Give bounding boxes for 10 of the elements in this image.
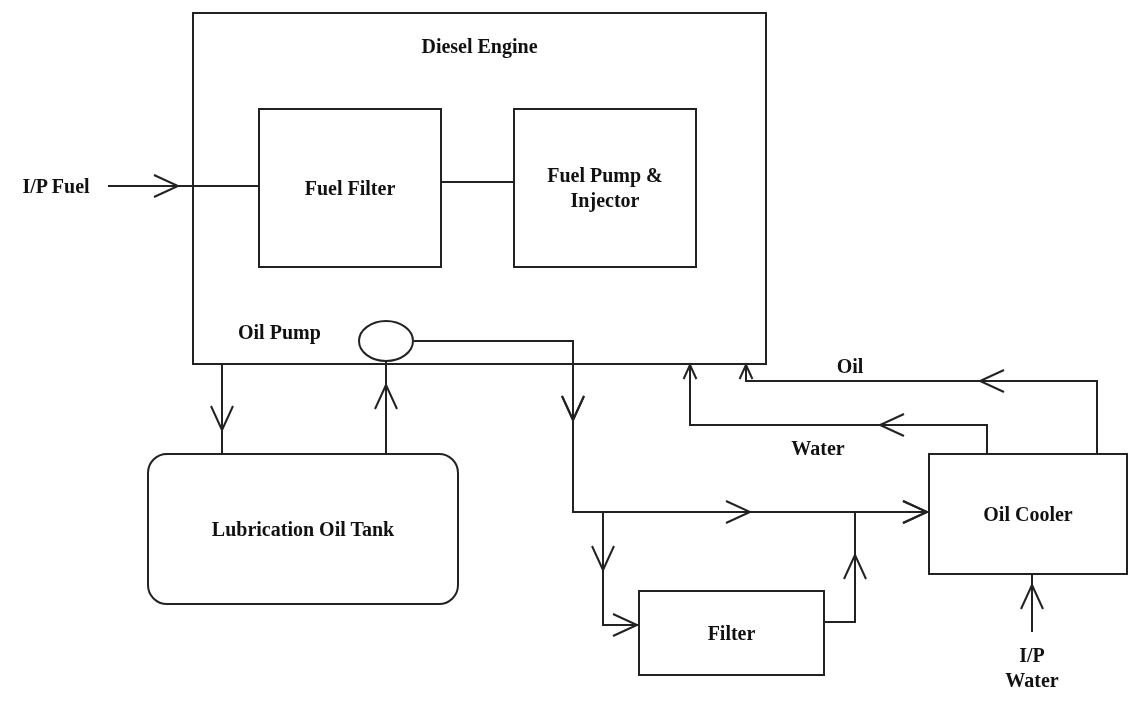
node-label: I/P Water: [1004, 643, 1060, 693]
node-label: Oil Pump: [238, 320, 321, 345]
process-box: Oil Cooler: [928, 453, 1128, 575]
engine-box: [192, 12, 767, 365]
process-box: Fuel Filter: [258, 108, 442, 268]
node-label: I/P Fuel: [22, 173, 90, 199]
node-heading: Diesel Engine: [420, 34, 539, 59]
process-box: Filter: [638, 590, 825, 676]
tank-box: Lubrication Oil Tank: [147, 453, 459, 605]
process-box: Fuel Pump & Injector: [513, 108, 697, 268]
